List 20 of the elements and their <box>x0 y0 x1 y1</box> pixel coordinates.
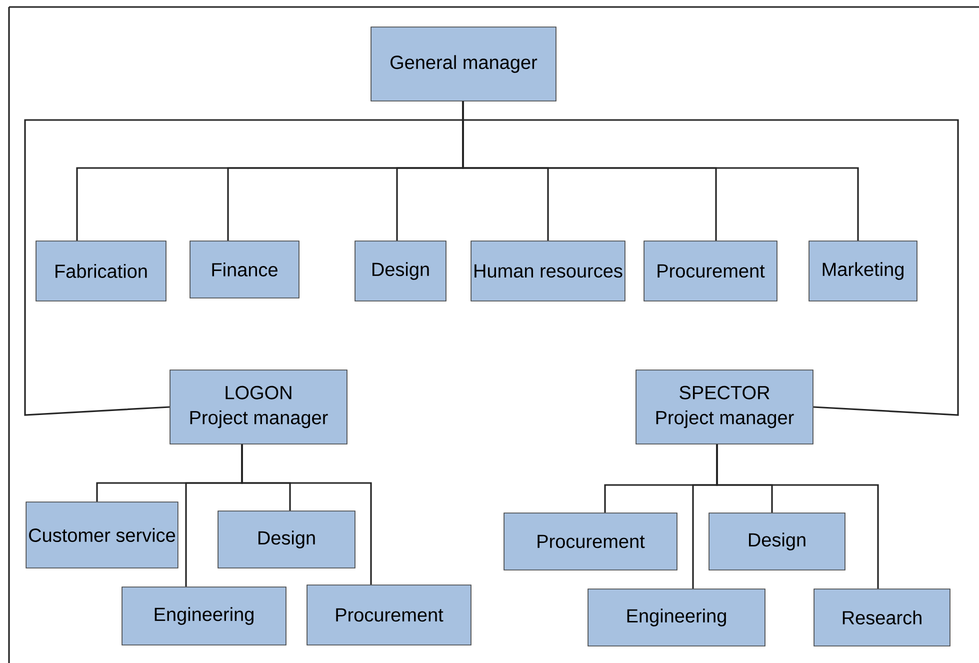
org-box: Fabrication <box>36 240 166 302</box>
org-box: Marketing <box>808 240 918 302</box>
org-box: Customer service <box>26 502 178 568</box>
org-box: Design <box>708 512 846 570</box>
connector-line <box>716 444 879 589</box>
org-box: Procurement <box>306 584 472 646</box>
org-box: Engineering <box>588 588 766 646</box>
org-box: Procurement <box>644 240 778 302</box>
org-box: SPECTOR Project manager <box>636 370 814 444</box>
org-box: General manager <box>370 26 556 102</box>
org-box: LOGON Project manager <box>170 370 348 444</box>
org-box: Finance <box>190 240 300 298</box>
org-box: Research <box>814 588 950 646</box>
org-box: Human resources <box>470 240 626 302</box>
connector-line <box>462 101 959 416</box>
org-box: Design <box>354 240 446 302</box>
org-box: Engineering <box>122 586 286 646</box>
connector-line <box>241 444 372 585</box>
org-box: Design <box>218 510 356 568</box>
org-box: Procurement <box>504 512 678 570</box>
